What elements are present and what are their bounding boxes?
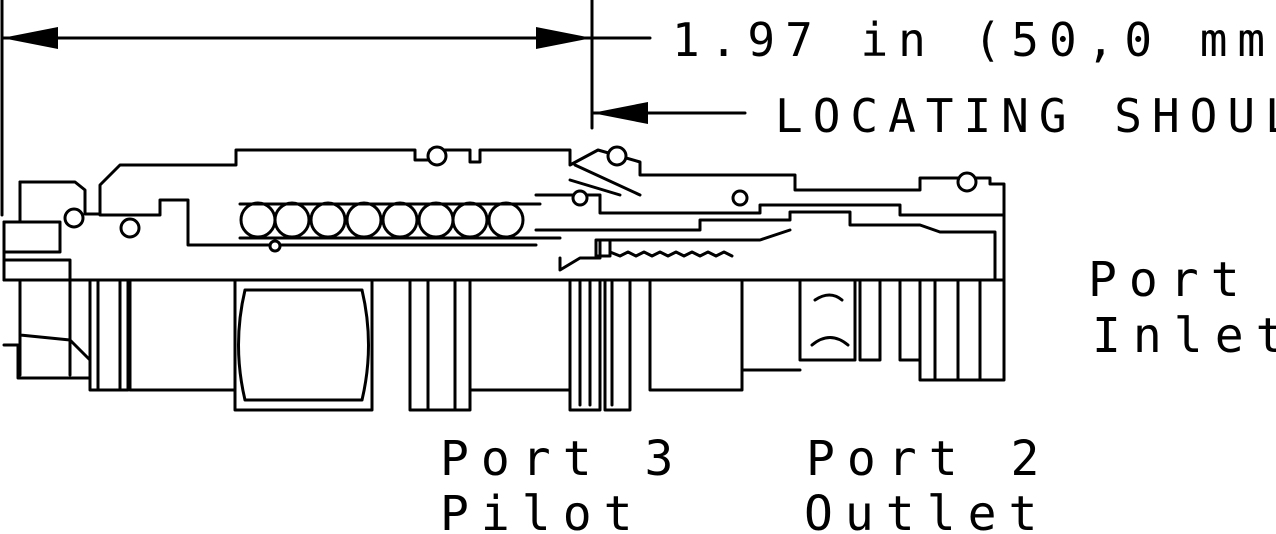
pilot-poppet: [594, 238, 612, 258]
shoulder-chamfer: [568, 163, 642, 197]
overall-length-dimension: 1.97 in (50,0 mm): [0, 0, 1276, 217]
locating-shoulder-label: LOCATING SHOULDER: [775, 89, 1276, 143]
adjusting-nut: [2, 180, 92, 380]
left-arrowhead-icon: [2, 27, 58, 49]
spring: [238, 201, 562, 240]
port-2-label: Port 2: [806, 431, 1051, 487]
o-ring-seals: [63, 145, 978, 253]
dimension-text: 1.97 in (50,0 mm): [672, 13, 1276, 67]
locating-shoulder-callout: LOCATING SHOULDER: [590, 89, 1276, 143]
pilot-spring: [608, 250, 734, 258]
port-1-callout: Port 1 Inlet: [1088, 252, 1276, 364]
port-2-callout: Port 2 Outlet: [804, 431, 1051, 534]
port-3-label: Port 3: [440, 431, 685, 487]
port-1-function: Inlet: [1092, 308, 1276, 364]
right-arrowhead-icon: [536, 27, 592, 49]
inner-bore-lines: [98, 193, 1006, 282]
valve-cartridge: [2, 145, 1006, 412]
port-3-function: Pilot: [440, 486, 645, 534]
lower-body: [18, 278, 1006, 412]
port-1-label: Port 1: [1088, 252, 1276, 308]
port-2-function: Outlet: [804, 486, 1049, 534]
port-3-callout: Port 3 Pilot: [440, 431, 685, 534]
leader-arrowhead-icon: [592, 102, 648, 124]
